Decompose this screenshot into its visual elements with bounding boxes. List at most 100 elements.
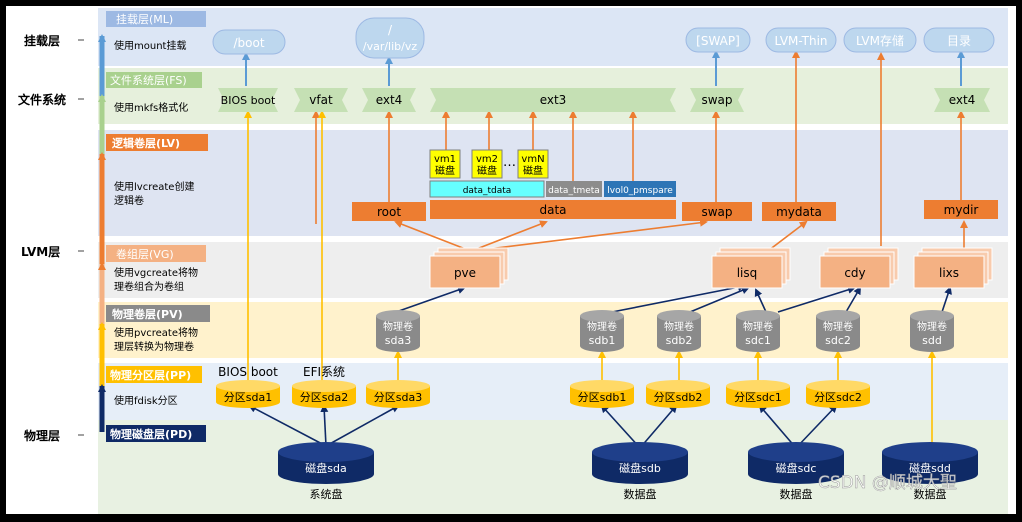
layer-desc-vg-2: 理卷组合为卷组	[114, 280, 184, 293]
thin-tdata-label: data_tdata	[463, 186, 512, 196]
fs-biosboot-label: BIOS boot	[221, 94, 276, 107]
layer-title-lv	[106, 134, 208, 151]
disk-sda: 磁盘sda 系统盘	[278, 442, 374, 501]
layer-title-ml-text: 挂载层(ML)	[116, 12, 173, 26]
pv-sdd-name: sdd	[922, 334, 942, 347]
fs-to-ml-arrows	[242, 50, 965, 86]
layer-desc-pv-2: 理层转换为物理卷	[114, 340, 194, 353]
fs-ext3-label: ext3	[540, 93, 567, 107]
mount-point-swap-label: [SWAP]	[696, 34, 740, 48]
layer-title-pv-text: 物理卷层(PV)	[112, 307, 183, 321]
layer-title-ml	[106, 11, 206, 27]
fs-ext4-dir-label: ext4	[949, 93, 976, 107]
vg-lisq-label: lisq	[737, 266, 758, 280]
band-pd	[98, 420, 1008, 514]
pv-sda3-name: sda3	[385, 334, 411, 347]
vm-disk-n-name: vmN	[521, 154, 544, 165]
pv-sdc1: 物理卷 sdc1	[736, 310, 780, 352]
layer-desc-lv-1: 使用lvcreate创建	[114, 180, 194, 193]
partition-sda3: 分区sda3	[366, 380, 430, 408]
layer-title-fs	[106, 72, 202, 88]
layer-title-pp	[106, 366, 202, 383]
fs-swap-label: swap	[701, 93, 732, 107]
partition-caption-biosboot: BIOS boot	[218, 365, 278, 379]
vg-cdy-label: cdy	[844, 266, 865, 280]
mount-point-boot-label: /boot	[233, 36, 264, 50]
disk-sdd-label: 磁盘sdd	[909, 461, 951, 475]
layer-title-pd-text: 物理磁盘层(PD)	[110, 427, 192, 441]
pv-to-vg-arrows	[395, 283, 952, 313]
pv-sdc2: 物理卷 sdc2	[816, 310, 860, 352]
vg-lixs: lixs	[913, 247, 993, 289]
partition-sda2-label: 分区sda2	[300, 391, 348, 404]
disk-sda-label: 磁盘sda	[305, 461, 346, 475]
lv-mydata-label: mydata	[776, 205, 822, 219]
diagram-canvas: 挂载层 文件系统 LVM层 物理层 挂载层(ML) 使用mount挂载 文件系统…	[6, 6, 1016, 514]
lv-data: data	[430, 200, 676, 219]
fs-vfat-label: vfat	[309, 93, 333, 107]
vg-pve: pve	[429, 247, 509, 289]
vg-lixs-label: lixs	[939, 266, 959, 280]
disk-sdb-label: 磁盘sdb	[619, 461, 661, 475]
mount-point-root-vz: / /var/lib/vz	[355, 17, 425, 59]
disk-sda-caption: 系统盘	[310, 487, 343, 501]
layer-desc-lv-2: 逻辑卷	[114, 194, 144, 207]
pv-sda3: 物理卷 sda3	[376, 310, 420, 352]
vm-disk-n: vmN 磁盘	[517, 149, 549, 179]
vm-disk-1-name: vm1	[434, 154, 456, 165]
vm-disk-2-name: vm2	[476, 154, 498, 165]
band-pv	[98, 302, 1008, 358]
layer-desc-pp: 使用fdisk分区	[114, 394, 178, 407]
mount-point-root-label: /	[388, 23, 393, 37]
vg-pve-label: pve	[454, 266, 476, 280]
partition-sdc1-label: 分区sdc1	[734, 391, 782, 404]
mount-point-lvm-store: LVM存储	[843, 27, 917, 53]
mount-point-vz-label: /var/lib/vz	[363, 40, 417, 53]
partition-sdb1: 分区sdb1	[570, 380, 634, 408]
pv-sdb2-name: sdb2	[666, 334, 693, 347]
layer-title-pv	[106, 305, 210, 322]
layer-title-pd	[106, 425, 206, 442]
fs-ext4-root-label: ext4	[376, 93, 403, 107]
mount-point-lvm-thin-label: LVM-Thin	[774, 34, 827, 48]
mount-point-dir-label: 目录	[947, 34, 971, 48]
partition-sda2: 分区sda2	[292, 380, 356, 408]
pv-sdc1-type: 物理卷	[743, 320, 773, 333]
pv-sda3-type: 物理卷	[383, 320, 413, 333]
fs-swap: swap	[690, 88, 744, 112]
thin-pmspare-label: lvol0_pmspare	[607, 186, 673, 196]
partition-sdb2-label: 分区sdb2	[654, 391, 703, 404]
pv-sdc2-name: sdc2	[825, 334, 851, 347]
lv-swap: swap	[682, 202, 752, 221]
pv-sdb2: 物理卷 sdb2	[657, 310, 701, 352]
pv-sdb1: 物理卷 sdb1	[580, 310, 624, 352]
lv-mydir: mydir	[924, 200, 998, 219]
lv-to-fs-arrows	[312, 50, 965, 246]
layer-desc-pv-1: 使用pvcreate将物	[114, 326, 198, 339]
pv-sdc2-type: 物理卷	[823, 320, 853, 333]
partition-sda1-label: 分区sda1	[224, 391, 272, 404]
vm-disk-2-type: 磁盘	[477, 164, 497, 177]
thin-tmeta-label: data_tmeta	[548, 186, 600, 196]
side-label-mount: 挂载层	[24, 33, 60, 48]
layer-title-lv-text: 逻辑卷层(LV)	[112, 136, 180, 150]
vm-disk-1-type: 磁盘	[435, 164, 455, 177]
disk-sdc-caption: 数据盘	[780, 487, 813, 501]
pv-sdb2-type: 物理卷	[664, 320, 694, 333]
lvm-architecture-diagram: 挂载层 文件系统 LVM层 物理层 挂载层(ML) 使用mount挂载 文件系统…	[18, 8, 1008, 514]
disk-sdd-caption: 数据盘	[914, 487, 947, 501]
thin-tmeta	[546, 181, 602, 197]
layer-title-vg-text: 卷组层(VG)	[116, 247, 174, 261]
vm-disk-2: vm2 磁盘	[471, 149, 503, 179]
mount-point-lvm-thin: LVM-Thin	[765, 27, 837, 53]
side-ticks	[78, 39, 84, 436]
side-label-lvm: LVM层	[21, 245, 60, 259]
vm-disk-1: vm1 磁盘	[429, 149, 461, 179]
partition-caption-efi: EFI系统	[303, 365, 345, 379]
layer-desc-ml: 使用mount挂载	[114, 39, 186, 52]
lv-root: root	[352, 202, 426, 221]
lv-mydata: mydata	[762, 202, 836, 221]
fs-ext4-dir: ext4	[934, 88, 990, 112]
pv-sdd-type: 物理卷	[917, 320, 947, 333]
side-label-fs: 文件系统	[18, 92, 66, 107]
